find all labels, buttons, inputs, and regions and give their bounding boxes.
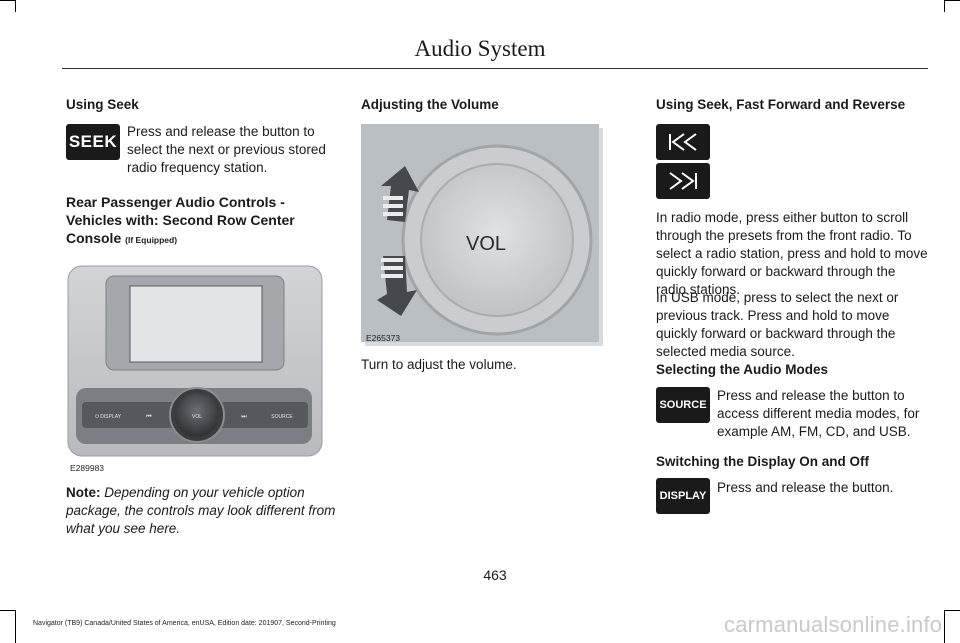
note-label: Note: <box>66 485 101 500</box>
seek-description: Press and release the button to select t… <box>127 124 326 175</box>
figure-id-volume: E265373 <box>366 333 401 343</box>
rear-heading-line3: Console <box>66 230 122 246</box>
crop-mark <box>15 610 16 643</box>
note-paragraph: Note: Depending on your vehicle option p… <box>66 484 338 538</box>
volume-knob-illustration: VOL <box>361 124 603 346</box>
radio-mode-paragraph: In radio mode, press either button to sc… <box>656 210 928 297</box>
usb-mode-paragraph: In USB mode, press to select the next or… <box>656 290 899 359</box>
volume-description: Turn to adjust the volume. <box>361 357 517 372</box>
console-vol-label: VOL <box>192 414 202 420</box>
crop-mark <box>944 610 960 611</box>
crop-mark <box>944 0 960 1</box>
display-description: Press and release the button. <box>717 480 894 495</box>
crop-mark <box>944 610 945 643</box>
volume-figure: VOL <box>361 124 603 346</box>
if-equipped-label: (If Equipped) <box>125 235 178 245</box>
figure-id-console: E289983 <box>70 463 105 473</box>
svg-text:⏮: ⏮ <box>146 413 152 420</box>
note-text: Depending on your vehicle option package… <box>66 485 336 536</box>
crop-mark <box>15 0 16 12</box>
svg-text:⏭: ⏭ <box>241 413 247 420</box>
rear-controls-heading: Rear Passenger Audio Controls - Vehicles… <box>66 193 346 249</box>
source-button-icon: SOURCE <box>656 387 710 423</box>
page-title: Audio System <box>414 36 546 61</box>
seek-button-icon: SEEK <box>66 124 120 160</box>
rear-console-figure: VOL ⏻ DISPLAY ⏮ ⏭ SOURCE <box>66 262 328 476</box>
seek-ff-rev-heading: Using Seek, Fast Forward and Reverse <box>656 97 906 112</box>
knob-vol-label: VOL <box>466 233 506 255</box>
next-track-icon <box>656 163 710 199</box>
console-display-label: ⏻ DISPLAY <box>95 414 122 420</box>
rear-console-illustration: VOL ⏻ DISPLAY ⏮ ⏭ SOURCE <box>66 262 328 476</box>
previous-track-icon <box>656 124 710 160</box>
crop-mark <box>0 610 16 611</box>
seek-heading: Using Seek <box>66 97 139 112</box>
rear-heading-line1: Rear Passenger Audio Controls - <box>66 194 285 210</box>
volume-heading: Adjusting the Volume <box>361 97 499 112</box>
console-source-label: SOURCE <box>271 414 293 420</box>
audio-modes-heading: Selecting the Audio Modes <box>656 362 829 377</box>
edition-footer: Navigator (TB9) Canada/United States of … <box>33 620 336 627</box>
page-number: 463 <box>483 567 507 583</box>
audio-modes-description: Press and release the button to access d… <box>717 388 920 439</box>
display-heading: Switching the Display On and Off <box>656 454 870 469</box>
header-rule <box>62 68 928 69</box>
display-button-icon: DISPLAY <box>656 478 710 514</box>
rear-heading-line2: Vehicles with: Second Row Center <box>66 212 295 228</box>
crop-mark <box>944 0 945 12</box>
crop-mark <box>0 0 16 1</box>
watermark: carmanualsonline.info <box>724 612 943 637</box>
